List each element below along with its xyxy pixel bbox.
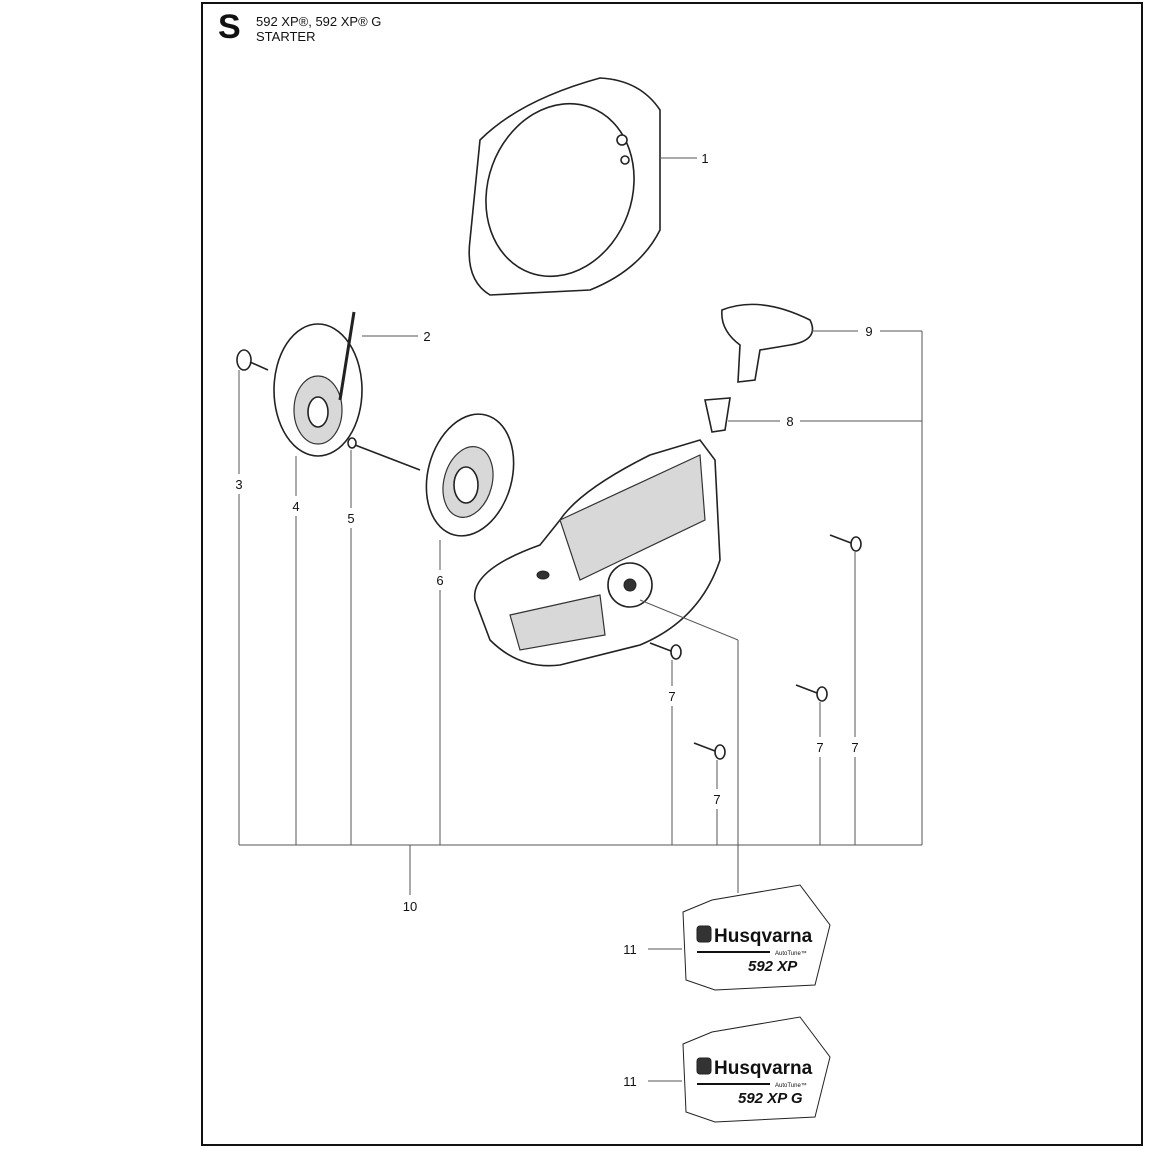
decal-brand: Husqvarna [714, 926, 813, 947]
callouts: 1 2 3 4 5 6 7 7 7 7 8 9 10 11 11 [235, 151, 872, 1089]
callout-7[interactable]: 7 [668, 689, 675, 704]
part-9-handle[interactable] [721, 303, 814, 383]
decal-model: 592 XP G [738, 1090, 803, 1107]
diagram-header: 592 XP®, 592 XP® G STARTER [256, 14, 381, 44]
part-5-screw[interactable] [347, 437, 421, 471]
callout-1[interactable]: 1 [701, 151, 708, 166]
decal-model: 592 XP [748, 958, 798, 975]
starter-housing[interactable] [473, 439, 721, 667]
callout-11[interactable]: 11 [623, 1074, 637, 1089]
callout-10[interactable]: 10 [403, 899, 417, 914]
part-11-decal-592xp[interactable]: Husqvarna AutoTune™ 592 XP [682, 884, 831, 991]
callout-6[interactable]: 6 [436, 573, 443, 588]
part-11-decal-592xpg[interactable]: Husqvarna AutoTune™ 592 XP G [682, 1016, 831, 1123]
callout-5[interactable]: 5 [347, 511, 354, 526]
part-2-rope[interactable] [338, 311, 356, 401]
callout-7[interactable]: 7 [713, 792, 720, 807]
diagram-frame [201, 2, 1143, 1146]
model-names: 592 XP®, 592 XP® G [256, 14, 382, 29]
callout-7[interactable]: 7 [816, 740, 823, 755]
decal-brand: Husqvarna [714, 1058, 813, 1079]
part-4-pulley[interactable] [273, 323, 363, 457]
callout-9[interactable]: 9 [865, 324, 872, 339]
callout-8[interactable]: 8 [786, 414, 793, 429]
part-8-bushing[interactable] [704, 397, 731, 433]
leader-lines [238, 157, 923, 1082]
callout-2[interactable]: 2 [423, 329, 430, 344]
callout-3[interactable]: 3 [235, 477, 242, 492]
decal-sub: AutoTune™ [775, 950, 807, 957]
callout-4[interactable]: 4 [292, 499, 299, 514]
diagram-title: STARTER [256, 29, 316, 44]
part-1-cover[interactable] [462, 77, 661, 297]
callout-7[interactable]: 7 [851, 740, 858, 755]
decal-sub: AutoTune™ [775, 1082, 807, 1089]
section-letter: S [218, 8, 241, 46]
part-3-screw[interactable] [236, 349, 269, 371]
callout-11[interactable]: 11 [623, 942, 637, 957]
part-7-screws[interactable] [649, 534, 862, 760]
part-6-spring[interactable] [413, 404, 526, 546]
